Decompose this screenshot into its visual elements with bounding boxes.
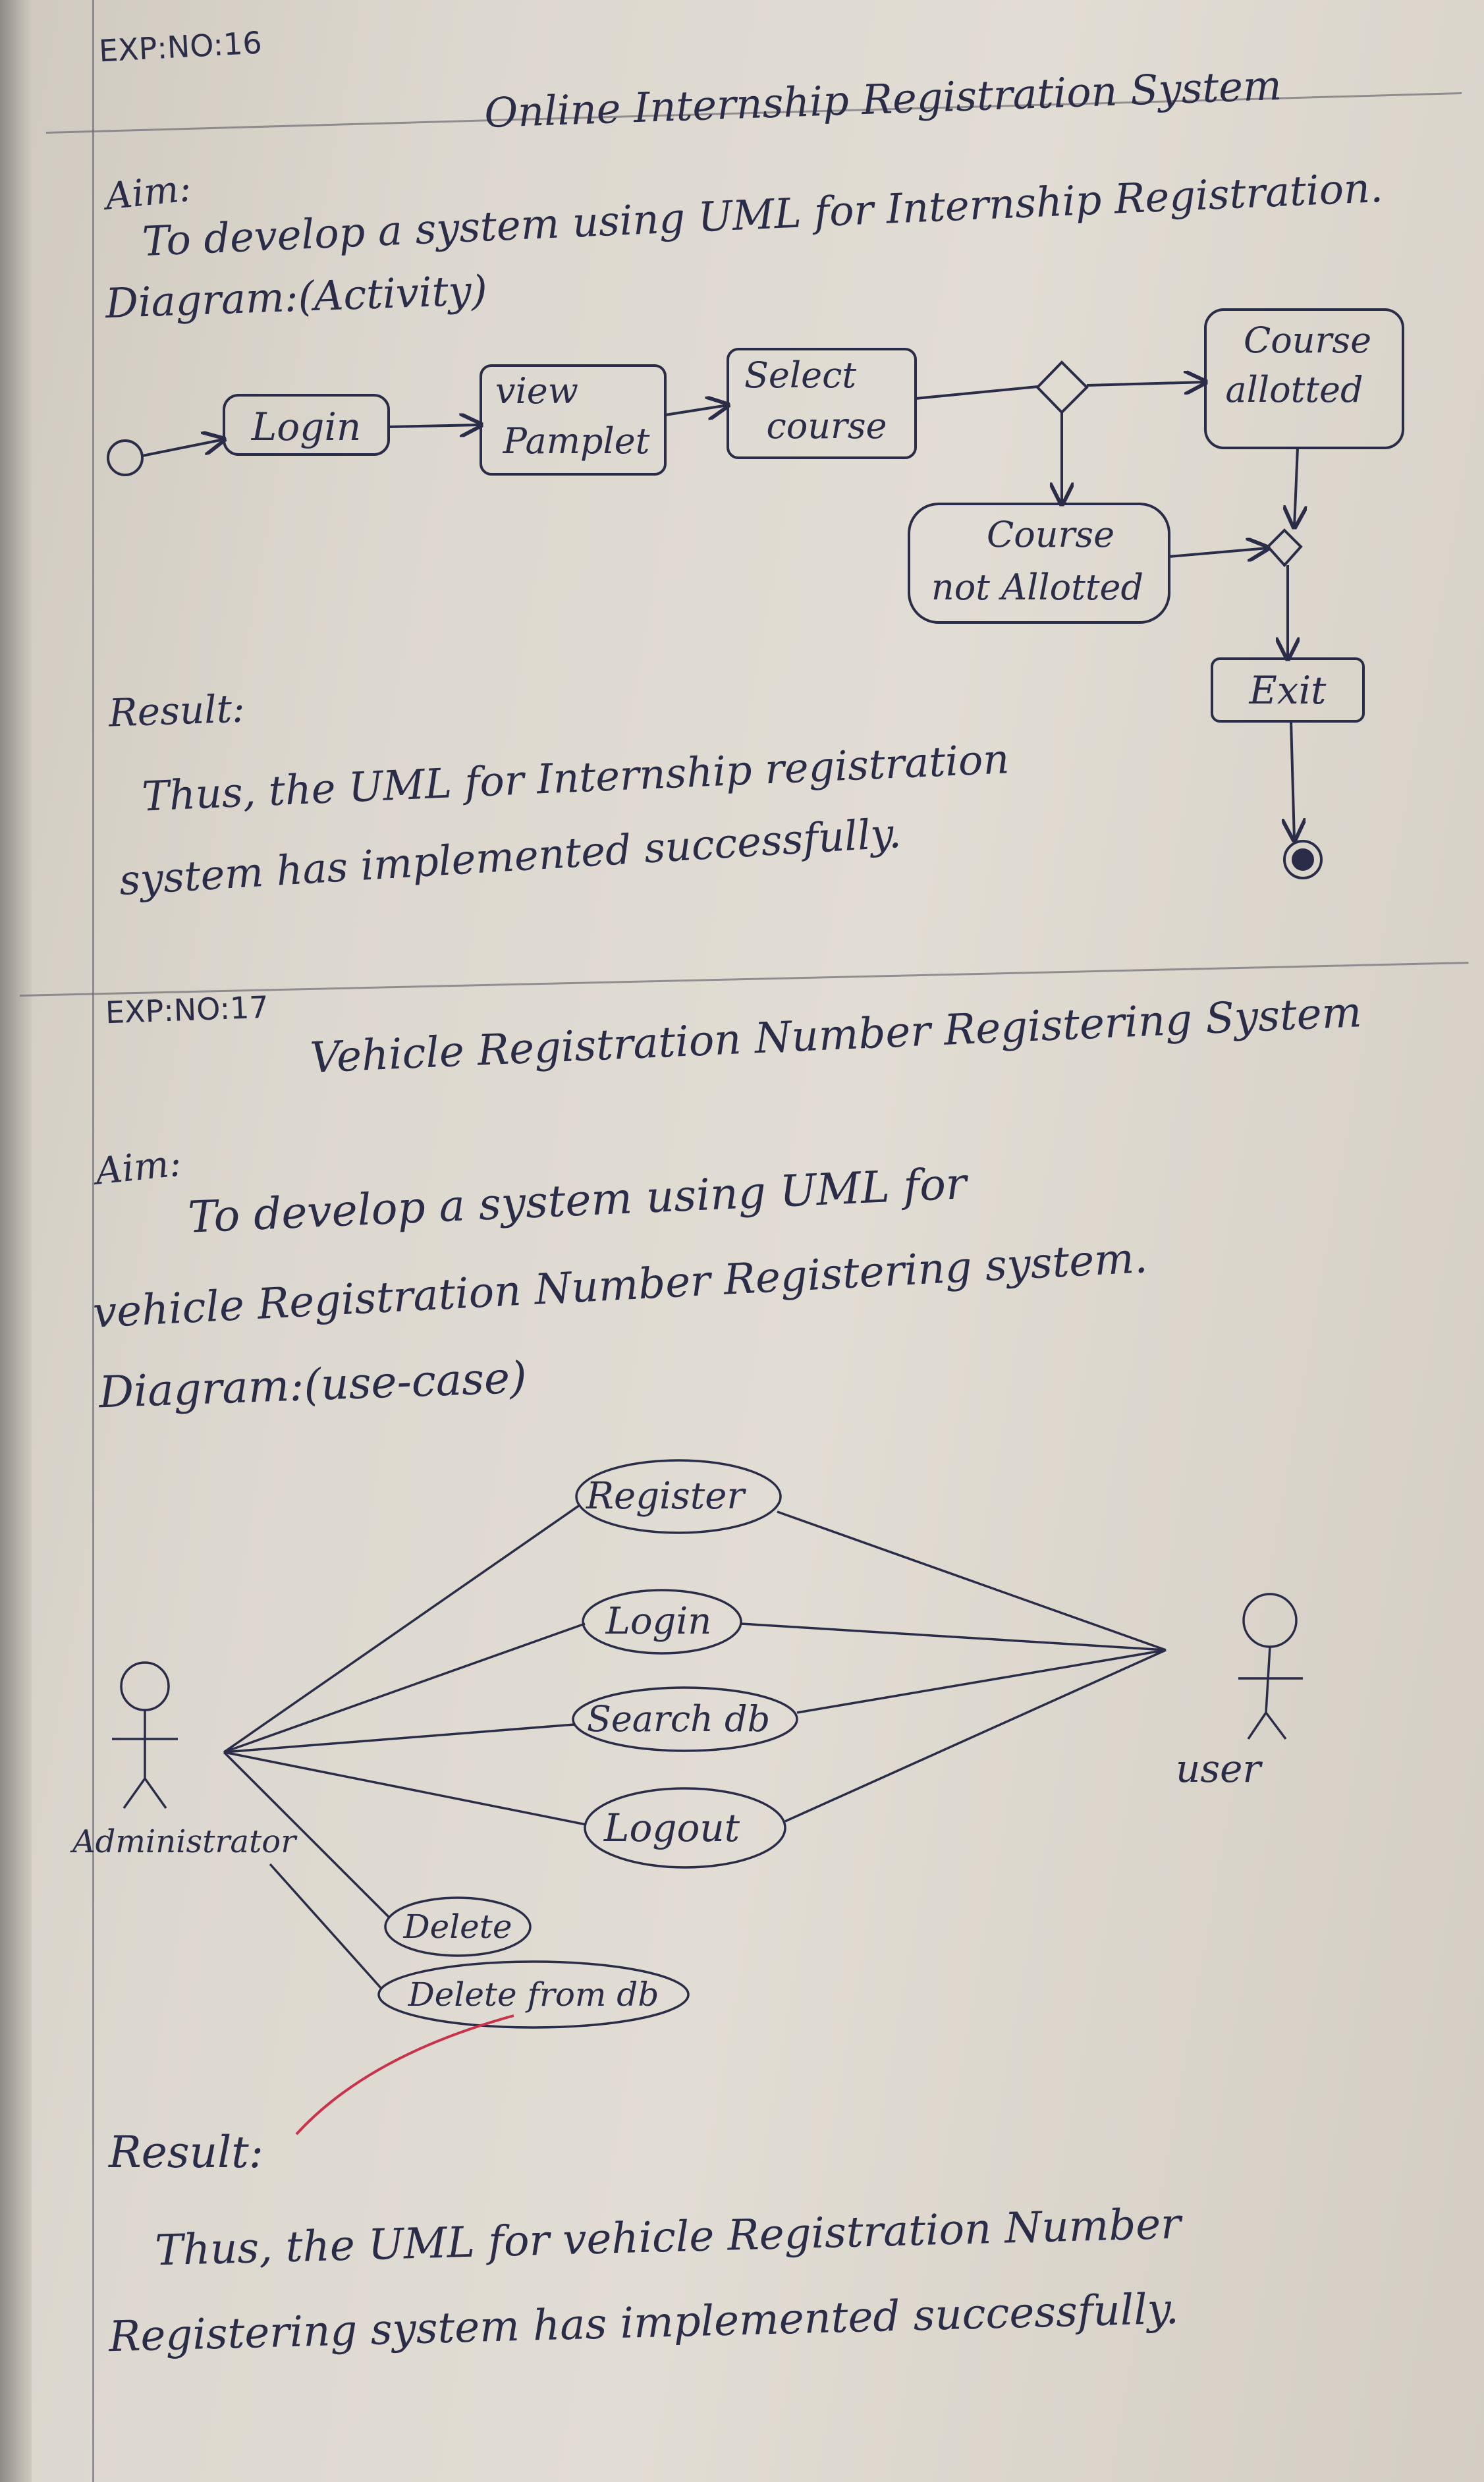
use-case-search-db-label: Search db [587,1698,770,1740]
arrow-decision-to-allotted [1086,382,1205,385]
assoc-admin-logout [223,1751,587,1826]
use-case-delete-from-db-label: Delete from db [408,1975,659,2014]
activity-merge-node [1266,528,1303,568]
assoc-admin-delete [223,1751,390,1918]
use-case-register-label: Register [586,1475,746,1518]
use-case-logout [584,1787,786,1869]
activity-course-allotted [1204,308,1404,449]
arrow-login-to-view [388,425,481,427]
use-case-logout-label: Logout [603,1806,740,1850]
activity-select-label-2: course [766,405,887,447]
activity-decision-node [1035,360,1089,414]
page-binding-edge [0,0,32,2482]
assoc-user-register [777,1510,1167,1651]
activity-final-node [1283,840,1323,879]
use-case-login-label: Login [605,1600,712,1643]
use-case-search-db [572,1686,798,1752]
activity-not-allotted-label-1: Course [987,514,1114,555]
arrow-exit-to-final [1291,721,1294,840]
activity-allotted-label-1: Course [1244,319,1371,361]
activity-final-node-inner [1292,848,1314,871]
activity-labels: Login view Pamplet Select course Course … [251,319,1371,713]
use-case-delete-label: Delete [403,1908,512,1946]
vertical-margin-rule [92,0,94,2482]
activity-course-not-allotted [908,503,1170,624]
activity-exit-label: Exit [1249,668,1327,713]
administrator-actor-figure [112,1661,178,1809]
activity-view-label-2: Pamplet [503,420,650,462]
assoc-user-logout [784,1649,1167,1823]
activity-initial-node [107,439,144,476]
assoc-admin-delete-from-db [269,1863,383,1991]
arrow-view-to-select [665,405,728,415]
use-case-diagram [112,1459,1303,2029]
user-actor-figure [1238,1593,1303,1740]
arrow-allotted-to-merge [1294,447,1298,527]
assoc-admin-register [223,1504,580,1753]
activity-view-label-1: view [495,370,578,412]
administrator-actor-label: Administrator [70,1823,298,1860]
arrow-initial-to-login [142,439,224,457]
activity-select-label-1: Select [744,354,856,396]
use-case-login [582,1589,742,1655]
activity-not-allotted-label-2: not Allotted [931,566,1143,608]
activity-exit [1211,657,1365,723]
red-tick-mark [295,2014,514,2136]
assoc-user-login [740,1622,1167,1651]
assoc-admin-search-db [223,1723,575,1753]
assoc-user-search-db [796,1649,1167,1714]
activity-diagram [107,308,1404,879]
use-case-register [575,1459,782,1534]
activity-select-course [727,348,917,459]
activity-login [223,394,390,456]
arrow-select-to-decision [915,385,1038,400]
use-case-delete [384,1896,532,1957]
user-actor-label: user [1176,1746,1263,1791]
activity-login-label: Login [251,404,361,449]
use-case-delete-from-db [377,1960,690,2029]
arrow-not-allotted-to-merge [1168,548,1268,557]
exp17-result-label: Result: [109,2127,263,2178]
assoc-admin-login [223,1622,586,1753]
use-case-labels: Register Login Search db Logout Delete D… [70,1475,1263,2014]
activity-view-pamplet [480,364,667,476]
activity-allotted-label-2: allotted [1225,369,1363,410]
